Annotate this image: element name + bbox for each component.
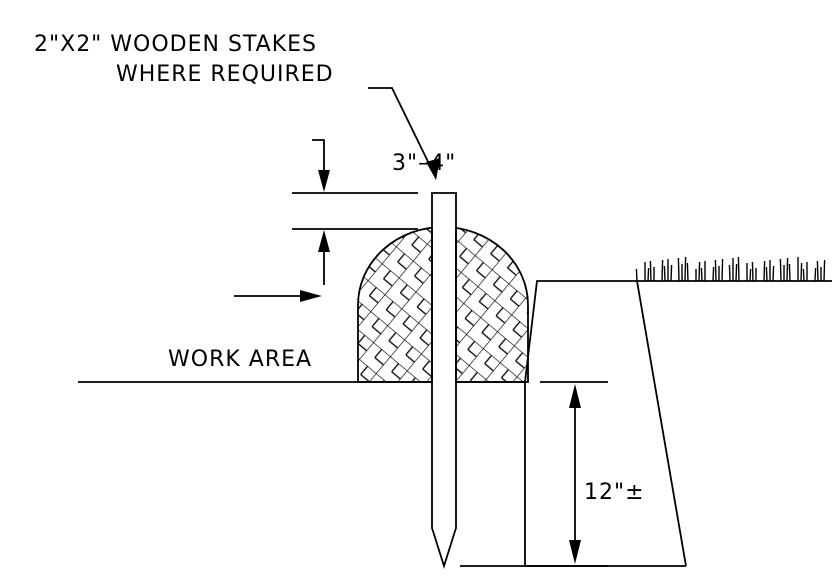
stakes-callout-line1: 2"X2" WOODEN STAKES xyxy=(34,32,318,57)
grass-blade xyxy=(728,264,731,282)
depth-arrowhead-up xyxy=(569,384,581,408)
grass-blade xyxy=(670,264,673,282)
embankment xyxy=(524,280,687,567)
grass-blade xyxy=(661,259,664,282)
depth-arrowhead-down xyxy=(569,540,581,564)
grass-blade xyxy=(735,263,738,282)
stake-projection-dimension: 3"–4" xyxy=(392,151,457,176)
dim-leader-upper xyxy=(312,139,325,178)
grass-blade xyxy=(765,266,768,282)
grass-blade xyxy=(779,258,782,282)
grass-blade xyxy=(751,261,754,282)
grass-blade xyxy=(721,258,724,282)
grass-blade xyxy=(686,262,689,282)
trench-depth-dimension: 12"± xyxy=(584,480,645,505)
grass-blade xyxy=(823,259,826,282)
dim-arrowhead-down xyxy=(318,170,330,192)
grass-blade xyxy=(816,260,819,282)
grass-blade xyxy=(663,265,666,282)
dim-arrowhead-up xyxy=(318,230,330,252)
grass-blade xyxy=(737,256,740,282)
wooden-stake xyxy=(431,192,457,569)
grass-blade xyxy=(772,265,775,282)
grass-blade xyxy=(677,257,680,282)
grass-blade xyxy=(714,259,717,282)
stakes-leader xyxy=(368,87,437,179)
grass-blade xyxy=(712,266,715,282)
grass-tufts xyxy=(635,256,826,282)
stakes-leader-arrowhead xyxy=(426,158,440,180)
stakes-callout-line2: WHERE REQUIRED xyxy=(116,62,334,87)
grass-blade xyxy=(786,257,789,282)
grass-blade xyxy=(800,262,803,282)
grass-blade xyxy=(649,260,652,282)
grass-blade xyxy=(635,268,638,282)
grass-blade xyxy=(788,263,791,282)
grass-blade xyxy=(814,267,817,282)
grass-blade xyxy=(763,260,766,282)
grass-blade xyxy=(647,267,650,282)
work-area-label: WORK AREA xyxy=(168,347,313,372)
grass-blade xyxy=(700,267,703,282)
grass-blade xyxy=(684,256,687,282)
grass-blade xyxy=(698,261,701,282)
grass-blade xyxy=(802,268,805,282)
flow-arrowhead xyxy=(300,290,322,302)
grass-blade xyxy=(749,268,752,282)
